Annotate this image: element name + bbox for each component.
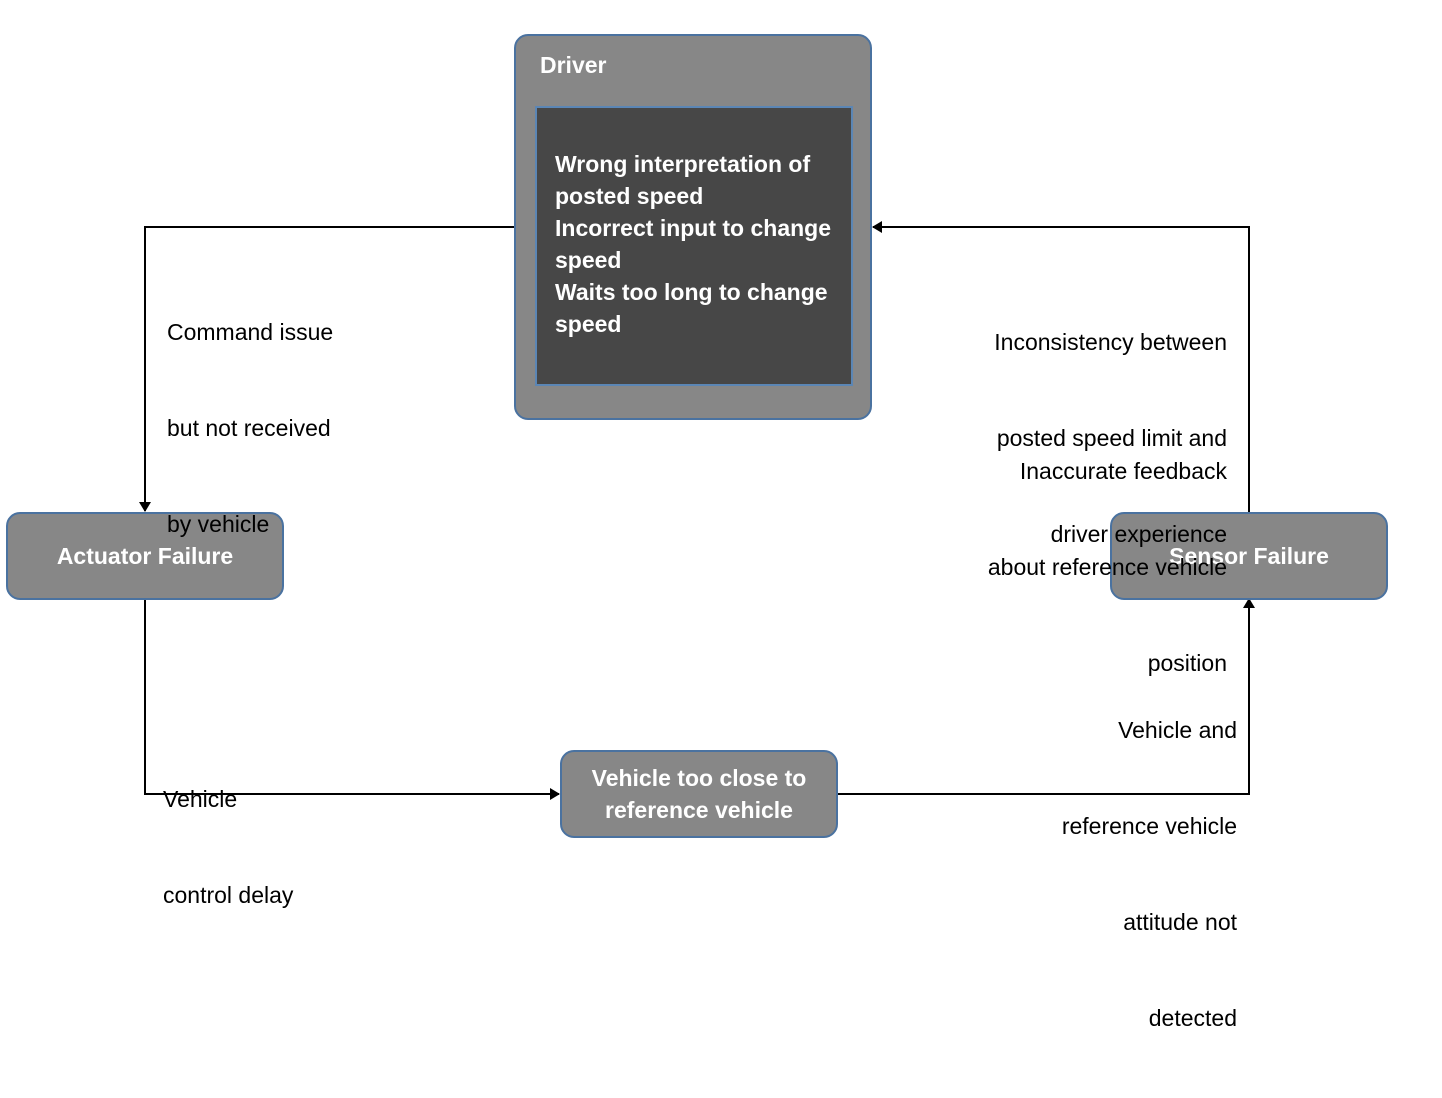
- edge-label-line: but not received: [167, 415, 331, 441]
- driver-issues-panel: Wrong interpretation of posted speed Inc…: [535, 106, 853, 386]
- edge-label-line: by vehicle: [167, 511, 270, 537]
- edge-label-line: about reference vehicle: [987, 554, 1227, 580]
- actuator-failure-node: Actuator Failure: [6, 512, 284, 600]
- edge-label-control-delay: Vehicle control delay: [163, 719, 293, 975]
- edge-label-line: Command issue: [167, 319, 334, 345]
- driver-issue-line: Waits too long to change: [555, 279, 828, 305]
- driver-node: Driver Wrong interpretation of posted sp…: [514, 34, 872, 420]
- edge-label-line: Vehicle and: [1118, 717, 1237, 743]
- edge-label-line: detected: [1148, 1005, 1237, 1031]
- edge-label-command-issue: Command issue but not received by vehicl…: [167, 252, 333, 604]
- edge-driver-to-actuator: [139, 226, 514, 512]
- driver-issue-line: posted speed: [555, 183, 704, 209]
- vehicle-too-close-node: Vehicle too close to reference vehicle: [560, 750, 838, 838]
- edge-label-line: Inconsistency between: [994, 329, 1227, 355]
- driver-issue-line: Wrong interpretation of: [555, 151, 811, 177]
- edge-label-line: Inaccurate feedback: [1019, 458, 1227, 484]
- edge-label-line: posted speed limit and: [996, 425, 1227, 451]
- edge-label-attitude-not-detected: Vehicle and reference vehicle attitude n…: [1062, 650, 1237, 1098]
- edge-label-line: attitude not: [1123, 909, 1237, 935]
- connector-lines: [139, 221, 1255, 800]
- sensor-failure-node: Sensor Failure: [1110, 512, 1388, 600]
- edge-close-to-sensor: [838, 598, 1255, 795]
- edge-label-inaccurate-feedback: Inaccurate feedback about reference vehi…: [988, 391, 1227, 743]
- edge-label-inconsistency: Inconsistency between posted speed limit…: [994, 262, 1227, 614]
- edge-actuator-to-close: [144, 600, 560, 800]
- edge-label-line: driver experience: [1050, 521, 1227, 547]
- edge-sensor-to-driver: [872, 221, 1250, 512]
- driver-issue-line: Incorrect input to change: [555, 215, 832, 241]
- control-loop-diagram: Driver Wrong interpretation of posted sp…: [6, 34, 1388, 1031]
- driver-node-title: Driver: [540, 52, 607, 78]
- edge-label-line: Vehicle: [163, 786, 238, 812]
- edge-label-line: control delay: [163, 882, 294, 908]
- driver-issue-line: speed: [555, 311, 622, 337]
- edge-label-line: reference vehicle: [1061, 813, 1237, 839]
- edge-label-line: position: [1147, 650, 1227, 676]
- driver-issue-line: speed: [555, 247, 622, 273]
